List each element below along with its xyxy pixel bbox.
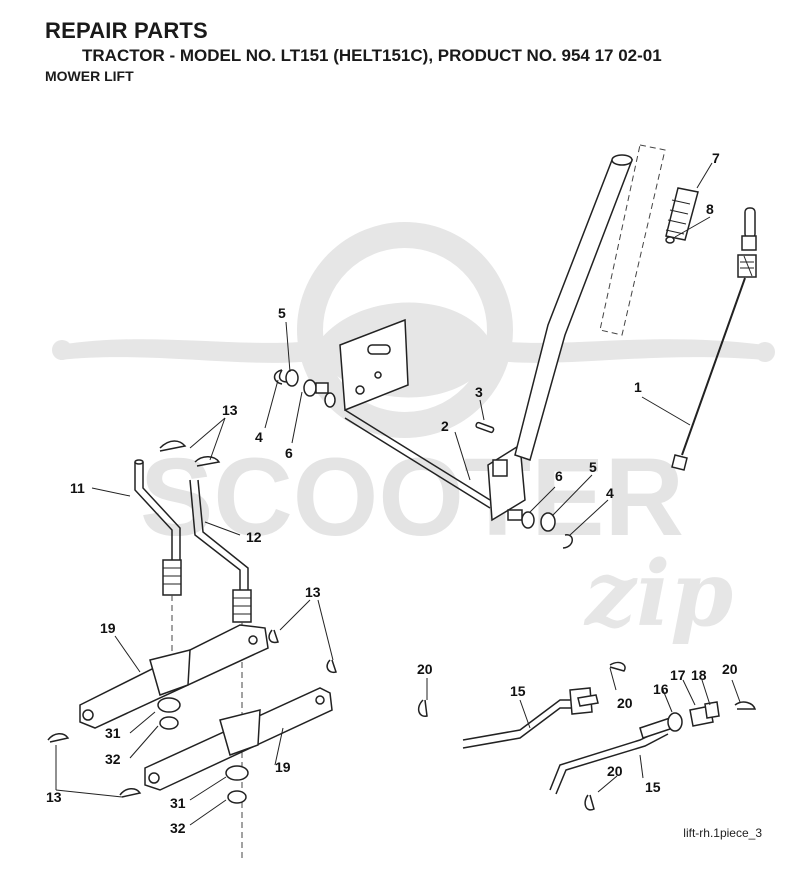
callout-15b: 15 bbox=[645, 779, 661, 795]
callout-4: 4 bbox=[255, 429, 263, 445]
callout-31b: 31 bbox=[170, 795, 186, 811]
callout-4b: 4 bbox=[606, 485, 614, 501]
callout-20b: 20 bbox=[617, 695, 633, 711]
lift-links bbox=[134, 459, 252, 860]
watermark-script: zip bbox=[583, 541, 733, 647]
washers-right bbox=[507, 509, 573, 549]
callout-19b: 19 bbox=[275, 759, 291, 775]
lift-arms bbox=[79, 624, 333, 791]
callout-31a: 31 bbox=[105, 725, 121, 741]
callout-labels: 5 4 6 3 2 1 7 8 6 5 4 13 11 12 13 19 19 … bbox=[46, 150, 738, 836]
callout-3: 3 bbox=[475, 384, 483, 400]
watermark: SCOOTER zip bbox=[52, 222, 775, 647]
drawing-reference: lift-rh.1piece_3 bbox=[683, 826, 762, 840]
callout-17: 17 bbox=[670, 667, 686, 683]
callout-20d: 20 bbox=[607, 763, 623, 779]
lift-rod bbox=[671, 207, 757, 471]
model-subtitle: TRACTOR - MODEL NO. LT151 (HELT151C), PR… bbox=[82, 46, 662, 65]
page-title: REPAIR PARTS bbox=[45, 18, 208, 43]
callout-7: 7 bbox=[712, 150, 720, 166]
callout-8: 8 bbox=[706, 201, 714, 217]
callout-13b: 13 bbox=[305, 584, 321, 600]
callout-13a: 13 bbox=[222, 402, 238, 418]
adjustment-rods bbox=[417, 661, 757, 811]
callout-20c: 20 bbox=[722, 661, 738, 677]
washers-left bbox=[273, 369, 495, 434]
callout-2: 2 bbox=[441, 418, 449, 434]
nuts bbox=[157, 697, 249, 804]
callout-5: 5 bbox=[278, 305, 286, 321]
callout-11: 11 bbox=[70, 480, 85, 496]
callout-32b: 32 bbox=[170, 820, 186, 836]
callout-5b: 5 bbox=[589, 459, 597, 475]
hairpin-clips bbox=[47, 440, 337, 798]
callout-6b: 6 bbox=[555, 468, 563, 484]
leader-lines bbox=[55, 162, 741, 826]
callout-18: 18 bbox=[691, 667, 707, 683]
watermark-text: SCOOTER bbox=[140, 436, 684, 559]
lift-shaft-assembly bbox=[339, 154, 634, 522]
handle-grip bbox=[599, 144, 699, 336]
callout-1: 1 bbox=[634, 379, 642, 395]
callout-20a: 20 bbox=[417, 661, 433, 677]
callout-19a: 19 bbox=[100, 620, 116, 636]
callout-6: 6 bbox=[285, 445, 293, 461]
callout-12: 12 bbox=[246, 529, 262, 545]
callout-32a: 32 bbox=[105, 751, 121, 767]
callout-15a: 15 bbox=[510, 683, 526, 699]
callout-13c: 13 bbox=[46, 789, 62, 805]
section-title: MOWER LIFT bbox=[45, 68, 134, 84]
callout-16: 16 bbox=[653, 681, 669, 697]
